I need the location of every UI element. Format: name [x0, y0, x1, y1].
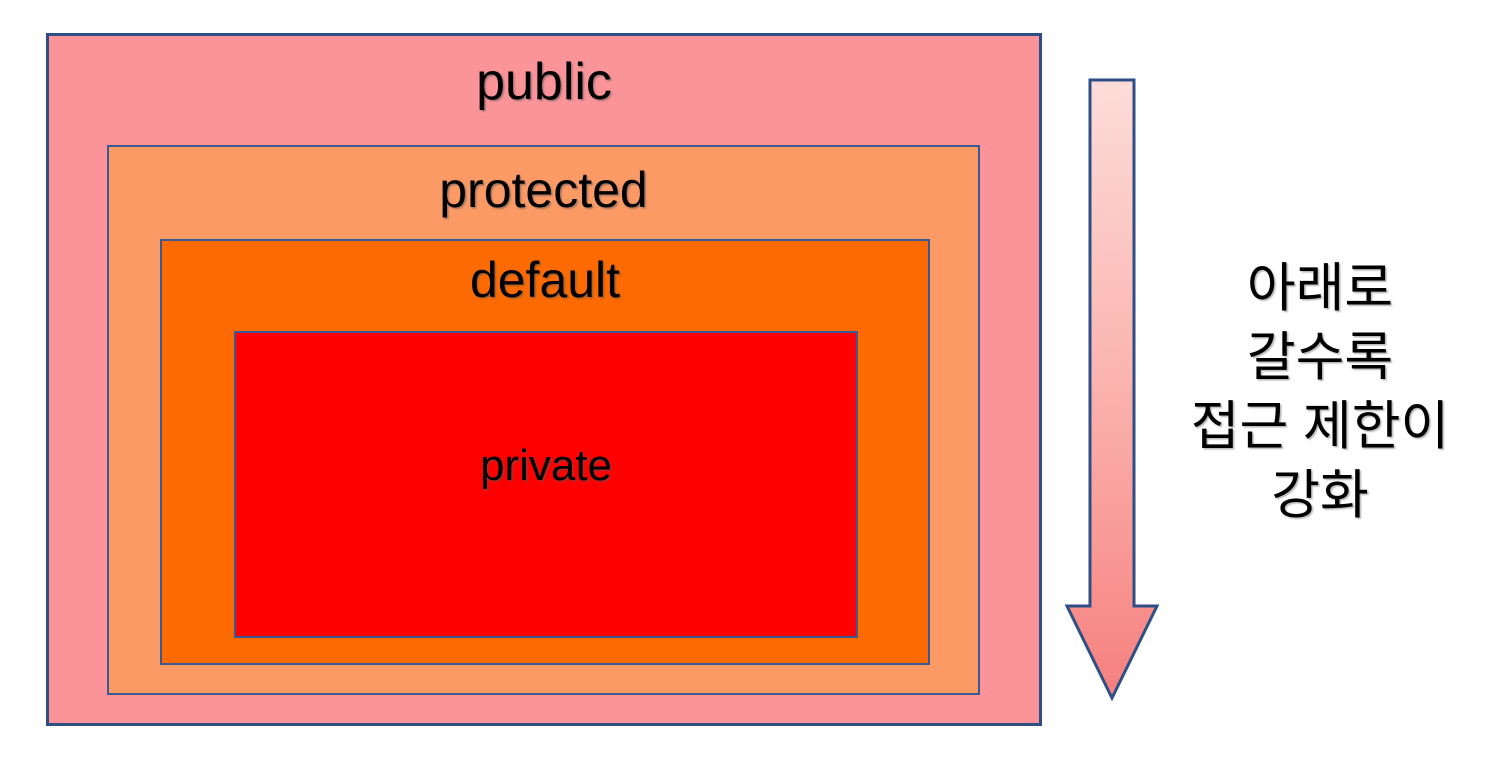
scope-label-default: default — [469, 252, 621, 308]
scope-label-public: public — [476, 53, 612, 111]
caption-line-2: 갈수록 — [1246, 327, 1394, 387]
caption-line-3: 접근 제한이 — [1190, 396, 1450, 456]
caption-line-4: 강화 — [1271, 465, 1369, 525]
caption-line-1: 아래로 — [1246, 259, 1394, 318]
scope-box-private[interactable]: private — [234, 331, 858, 638]
scope-box-default[interactable]: default private — [160, 239, 930, 665]
scope-label-protected: protected — [439, 162, 648, 218]
scope-box-public[interactable]: public protected default private — [46, 33, 1042, 726]
scope-label-private: private — [479, 441, 613, 490]
caption-text: 아래로 갈수록 접근 제한이 강화 — [1160, 255, 1480, 531]
scope-box-protected[interactable]: protected default private — [107, 145, 980, 695]
downward-arrow-icon — [1062, 78, 1162, 702]
